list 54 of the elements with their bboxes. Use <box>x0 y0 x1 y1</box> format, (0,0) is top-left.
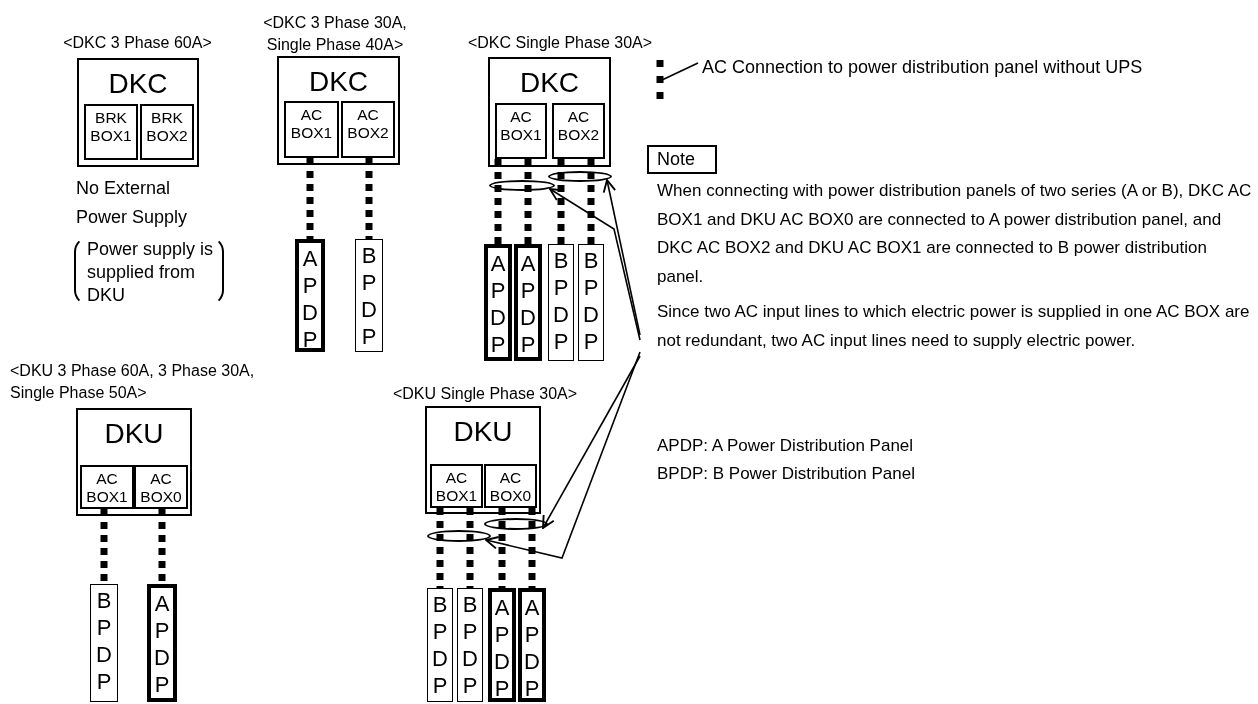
ac-box: AC BOX1 <box>430 464 483 508</box>
unit-title: DKC <box>307 66 370 98</box>
unit-title: DKC <box>107 68 169 100</box>
dotted-connector <box>528 508 536 588</box>
ac-box: BRK BOX1 <box>84 104 138 160</box>
panel-box: B P D P <box>355 239 383 352</box>
note-paragraph: When connecting with power distribution panels of two series (A or B), DKC AC BOX1 and DKU AC BOX0 are connected to A power distribution panel, and DKC AC BOX2 and DKU AC BOX1 are connected to B power distribution panel. <box>657 180 1253 288</box>
unit-title: DKU <box>103 418 165 450</box>
panel-box: A P D P <box>518 588 546 702</box>
abbreviation-text: APDP: A Power Distribution Panel <box>657 435 915 457</box>
arrow <box>485 351 641 559</box>
arrow <box>602 179 641 336</box>
legend-text: AC Connection to power distribution panel without UPS <box>702 56 1143 79</box>
ac-box: AC BOX2 <box>341 101 395 158</box>
unit-box <box>277 56 400 165</box>
unit-title: DKC <box>518 67 581 99</box>
bracket-note: Power supply is supplied from DKU <box>74 236 224 306</box>
unit-caption: <DKC 3 Phase 60A> <box>62 33 213 53</box>
unit-box <box>488 57 611 167</box>
ac-box: AC BOX1 <box>495 103 547 159</box>
panel-box: B P D P <box>457 588 483 702</box>
panel-box: A P D P <box>488 588 516 702</box>
unit-caption: <DKC Single Phase 30A> <box>466 33 654 53</box>
panel-box: A P D P <box>295 239 325 352</box>
arrow <box>549 188 641 341</box>
panel-box: A P D P <box>147 584 177 702</box>
panel-box: B P D P <box>578 244 604 361</box>
cable-bundle-ellipse <box>548 171 612 182</box>
panel-box: B P D P <box>90 584 118 702</box>
cable-bundle-ellipse <box>489 180 555 191</box>
label-text: No External Power Supply <box>76 177 189 229</box>
unit-box <box>77 58 199 167</box>
unit-box <box>76 408 192 516</box>
ac-box: BRK BOX2 <box>140 104 194 160</box>
cable-bundle-ellipse <box>484 518 548 530</box>
unit-caption: <DKC 3 Phase 30A, Single Phase 40A> <box>262 13 408 55</box>
panel-box: A P D P <box>514 244 542 361</box>
note-text: Since two AC input lines to which electric power is supplied in one AC BOX are not redundant, two AC input lines need to supply electric power. <box>640 298 1250 355</box>
unit-caption: <DKU 3 Phase 60A, 3 Phase 30A, Single Phase 50A> <box>9 361 256 403</box>
cable-bundle-ellipse <box>427 530 491 542</box>
panel-box: B P D P <box>427 588 453 702</box>
unit-caption: <DKU Single Phase 30A> <box>391 384 579 404</box>
ac-box: AC BOX0 <box>484 464 537 508</box>
abbreviation-text: BPDP: B Power Distribution Panel <box>657 463 916 485</box>
ac-box: AC BOX2 <box>552 103 605 159</box>
panel-box: B P D P <box>548 244 574 361</box>
ac-box: AC BOX1 <box>284 101 339 158</box>
unit-box <box>425 406 541 514</box>
note-box: Note <box>647 145 717 174</box>
ac-box: AC BOX1 <box>80 465 134 509</box>
arrow <box>542 355 641 529</box>
ac-box: AC BOX0 <box>134 465 188 509</box>
panel-box: A P D P <box>484 244 512 361</box>
unit-title: DKU <box>452 416 514 448</box>
